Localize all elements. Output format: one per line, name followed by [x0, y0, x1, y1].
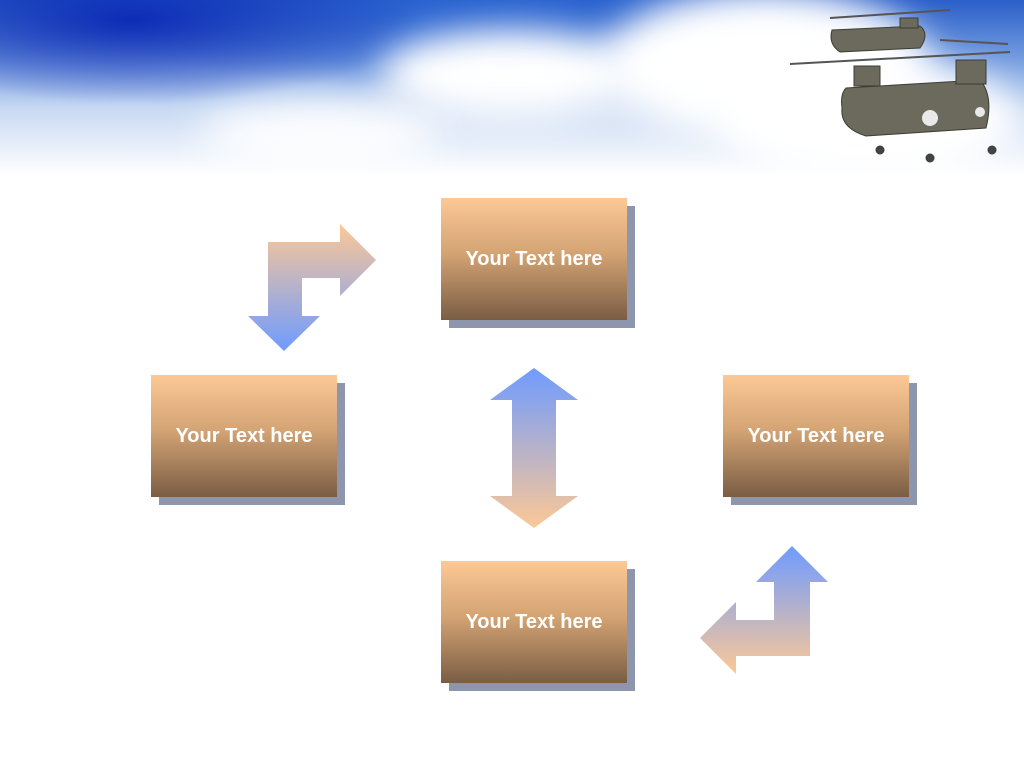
double-arrow-center: [490, 368, 578, 528]
box-top-label: Your Text here: [465, 247, 603, 270]
box-bottom[interactable]: Your Text here: [441, 561, 627, 683]
box-left-label: Your Text here: [175, 424, 313, 447]
box-bottom-label: Your Text here: [465, 610, 603, 633]
bent-arrow-bottom-right: [700, 546, 828, 674]
box-right[interactable]: Your Text here: [723, 375, 909, 497]
box-right-label: Your Text here: [747, 424, 885, 447]
box-left[interactable]: Your Text here: [151, 375, 337, 497]
bent-arrow-top-left: [248, 224, 376, 351]
helicopter-icon: [789, 9, 1011, 163]
box-top[interactable]: Your Text here: [441, 198, 627, 320]
